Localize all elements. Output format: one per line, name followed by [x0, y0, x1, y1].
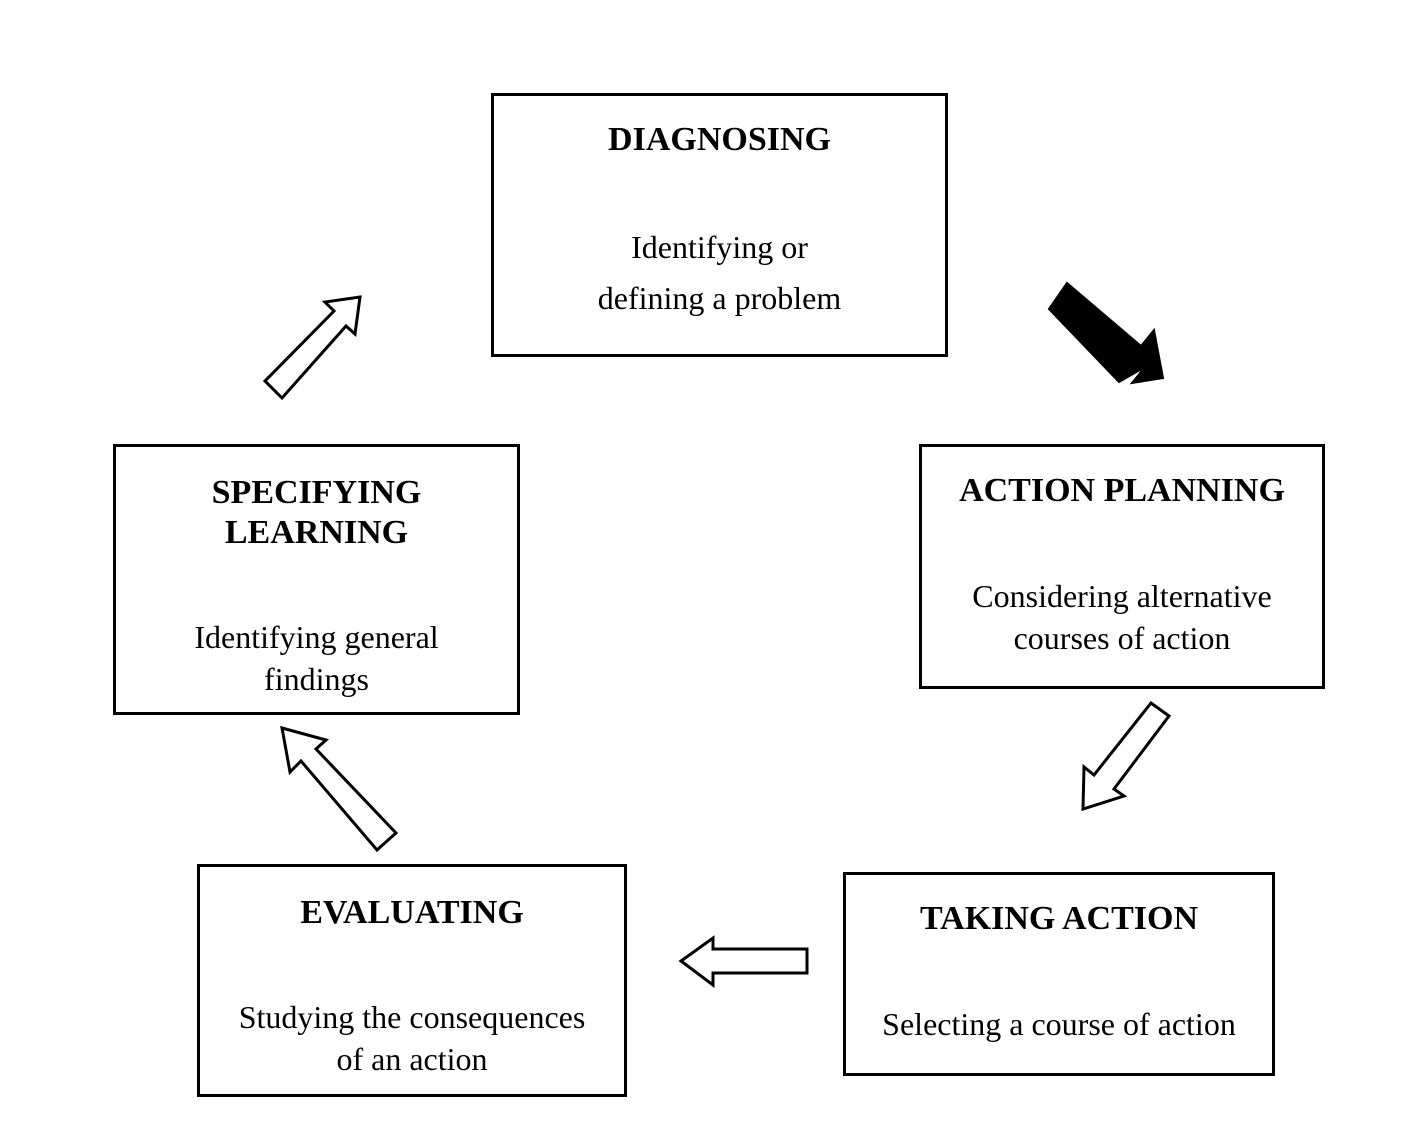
arrow-taking-action-to-evaluating: [678, 935, 809, 988]
stage-title-line: SPECIFYING: [211, 474, 422, 511]
stage-description: Studying the consequences of an action: [200, 996, 624, 1080]
stage-title-line: ACTION PLANNING: [959, 472, 1285, 509]
stage-description-line: courses of action: [1013, 620, 1231, 656]
stage-description-line: Studying the consequences: [238, 999, 586, 1035]
stage-title-line: LEARNING: [224, 514, 409, 551]
stage-description: Identifying general findings: [116, 616, 517, 700]
arrow-specifying-learning-to-diagnosing: [262, 295, 362, 401]
stage-action-planning: ACTION PLANNING Considering alternative …: [919, 444, 1325, 689]
stage-description-line: Identifying general: [194, 619, 439, 655]
stage-title-line: DIAGNOSING: [608, 121, 831, 158]
stage-taking-action: TAKING ACTION Selecting a course of acti…: [843, 872, 1275, 1076]
arrow-action-planning-to-taking-action: [1081, 700, 1172, 812]
stage-title: SPECIFYING LEARNING: [116, 473, 517, 553]
stage-diagnosing: DIAGNOSING Identifying or defining a pro…: [491, 93, 948, 357]
stage-description: Selecting a course of action: [846, 1003, 1272, 1045]
stage-description-line: Selecting a course of action: [882, 1006, 1236, 1042]
stage-title: EVALUATING: [200, 893, 624, 933]
stage-title-line: EVALUATING: [300, 894, 524, 931]
stage-description-line: defining a problem: [597, 280, 842, 316]
stage-title: ACTION PLANNING: [922, 471, 1322, 511]
stage-title: TAKING ACTION: [846, 899, 1272, 939]
stage-description-line: findings: [264, 661, 369, 697]
stage-evaluating: EVALUATING Studying the consequences of …: [197, 864, 627, 1097]
stage-description-line: Considering alternative: [972, 578, 1272, 614]
stage-description: Identifying or defining a problem: [494, 222, 945, 324]
arrow-evaluating-to-specifying-learning: [280, 725, 399, 853]
stage-description-line: of an action: [336, 1041, 488, 1077]
stage-title-line: TAKING ACTION: [919, 900, 1199, 937]
stage-title: DIAGNOSING: [494, 120, 945, 160]
stage-specifying-learning: SPECIFYING LEARNING Identifying general …: [113, 444, 520, 715]
arrow-diagnosing-to-action-planning: [1047, 281, 1165, 385]
stage-description-line: Identifying or: [631, 229, 808, 265]
stage-description: Considering alternative courses of actio…: [922, 575, 1322, 659]
